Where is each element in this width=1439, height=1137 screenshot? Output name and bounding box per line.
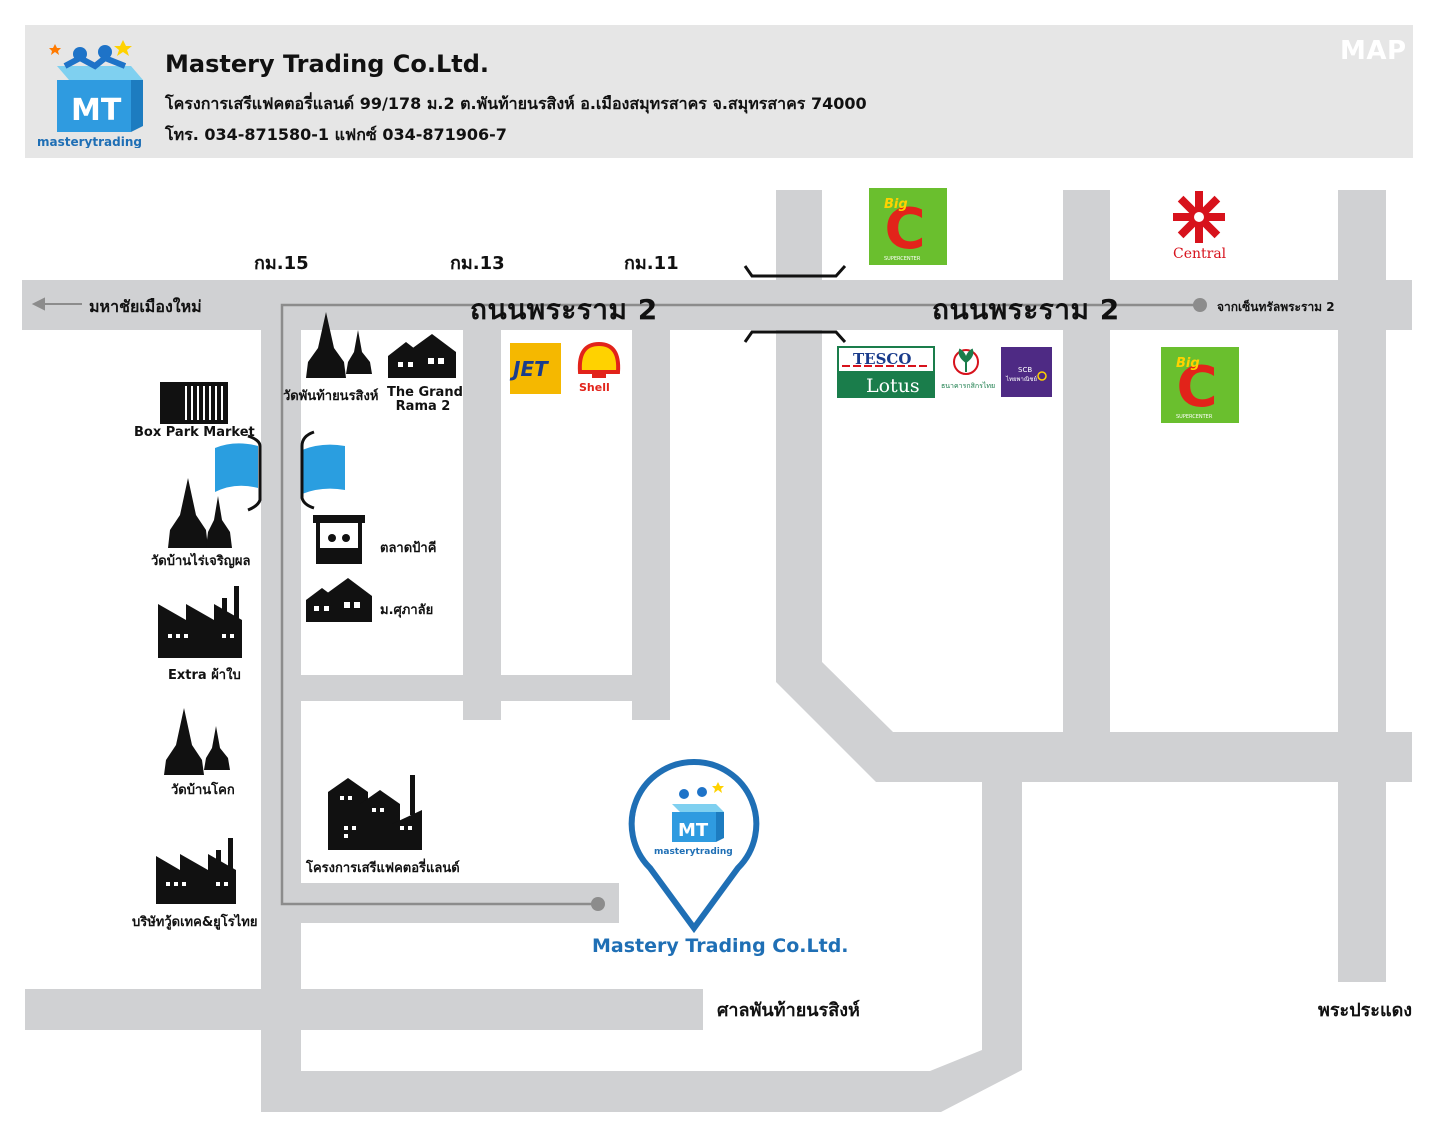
- temple-icon-ban-khok: [164, 708, 230, 775]
- house-icon-grand: [388, 334, 456, 378]
- seri-factory-label: โครงการเสรีแฟคตอรี่แลนด์: [306, 861, 460, 876]
- km11-label: กม.11: [624, 253, 679, 274]
- grand-rama2-label-2: Rama 2: [395, 399, 451, 414]
- temple-icon-ban-rai: [168, 478, 232, 548]
- container-icon: [160, 382, 228, 424]
- bigc-sub-2: SUPERCENTER: [1176, 414, 1213, 420]
- talad-paki-label: ตลาดป้าคี: [380, 541, 437, 556]
- pin-logo-wordmark: masterytrading: [654, 847, 733, 857]
- road-network: [22, 190, 1412, 1112]
- scb-text-thai: ไทยพาณิชย์: [1005, 375, 1037, 383]
- tesco-lotus-logo: [837, 346, 935, 398]
- central-text: Central: [1173, 246, 1227, 262]
- bigc-big: Big: [884, 197, 908, 212]
- jet-logo: [510, 343, 561, 394]
- company-name: Mastery Trading Co.Ltd.: [165, 50, 490, 78]
- overpass-bridge: [743, 264, 847, 344]
- destination-label: Mastery Trading Co.Ltd.: [592, 935, 849, 957]
- bigc-letter-2: C: [1176, 355, 1217, 420]
- scb-text: SCB: [1018, 366, 1032, 374]
- route-line: [280, 303, 1200, 906]
- map-label: MAP: [1340, 36, 1407, 66]
- factory-icon-seri: [328, 775, 422, 850]
- mastery-logo: MT masterytrading: [37, 40, 143, 148]
- shell-text: Shell: [579, 381, 610, 394]
- bigc-logo-top: C Big SUPERCENTER: [869, 188, 947, 265]
- km15-label: กม.15: [254, 253, 309, 274]
- kbank-text: ธนาคารกสิกรไทย: [941, 381, 995, 390]
- road-km13: [463, 280, 501, 720]
- scb-emblem-icon: [1037, 371, 1047, 381]
- woodtech-label: บริษัทวู้ดเทค&ยูโรไทย: [132, 915, 258, 930]
- km13-label: กม.13: [450, 253, 505, 274]
- kbank-logo: [953, 348, 979, 375]
- lotus-text: Lotus: [866, 375, 920, 397]
- box-park-label: Box Park Market: [134, 425, 255, 440]
- bigc-logo-right: C Big SUPERCENTER: [1161, 347, 1239, 423]
- logo-letters: MT: [71, 93, 122, 128]
- temple-icon-phanthai: [306, 312, 372, 378]
- road-san: [25, 989, 703, 1030]
- bridge-icon: [215, 430, 345, 512]
- destination-pin-icon[interactable]: MT masterytrading: [628, 758, 760, 934]
- factory-icon-woodtech: [156, 838, 236, 904]
- road-central-vertical: [1063, 190, 1110, 735]
- road-km11: [632, 280, 670, 720]
- road-phrapradaeng: [1338, 190, 1386, 982]
- road-label-rama2-right: ถนนพระราม 2: [932, 293, 1120, 326]
- bigc-letter: C: [884, 197, 925, 262]
- shell-logo: [577, 341, 621, 378]
- san-phanthai-label: ศาลพันท้ายนรสิงห์: [717, 1000, 860, 1021]
- logo-wordmark: masterytrading: [37, 135, 142, 148]
- supalai-label: ม.ศุภาลัย: [380, 603, 434, 618]
- road-diagonal: [776, 662, 1412, 782]
- jet-text: JET: [509, 357, 549, 381]
- company-phone: โทร. 034-871580-1 แฟกซ์ 034-871906-7: [165, 125, 507, 144]
- mahachai-arrow-icon: [31, 297, 82, 311]
- market-stall-icon: [313, 515, 365, 564]
- road-bottom: [261, 1071, 941, 1112]
- route-start-dot: [1193, 298, 1207, 312]
- wat-ban-rai-label: วัดบ้านไร่เจริญผล: [151, 554, 251, 569]
- grand-rama2-label-1: The Grand: [387, 385, 463, 400]
- road-label-rama2-left: ถนนพระราม 2: [470, 293, 658, 326]
- route-end-dot: [591, 897, 605, 911]
- road-bottom-curve: [930, 778, 1022, 1112]
- bigc-big-2: Big: [1176, 356, 1200, 371]
- central-logo: [1173, 191, 1225, 243]
- wat-ban-khok-label: วัดบ้านโคก: [171, 783, 235, 798]
- tesco-text: TESCO: [853, 350, 911, 368]
- road-bigc-vertical: [776, 190, 822, 662]
- mahachai-label: มหาชัยเมืองใหม่: [89, 297, 202, 316]
- from-central-label: จากเซ็นทรัลพระราม 2: [1217, 300, 1335, 314]
- factory-icon-extra: [158, 586, 242, 658]
- wat-phanthai-label: วัดพันท้ายนรสิงห์: [283, 389, 379, 404]
- extra-phabai-label: Extra ผ้าใบ: [168, 668, 241, 683]
- header-panel: [25, 25, 1413, 158]
- bigc-sub: SUPERCENTER: [884, 256, 921, 262]
- house-icon-supalai: [306, 578, 372, 622]
- phra-pradaeng-label: พระประแดง: [1318, 1000, 1413, 1021]
- pin-logo-letters: MT: [678, 820, 709, 841]
- road-cross-soi: [261, 675, 670, 701]
- company-address: โครงการเสรีแฟคตอรี่แลนด์ 99/178 ม.2 ต.พั…: [165, 94, 867, 113]
